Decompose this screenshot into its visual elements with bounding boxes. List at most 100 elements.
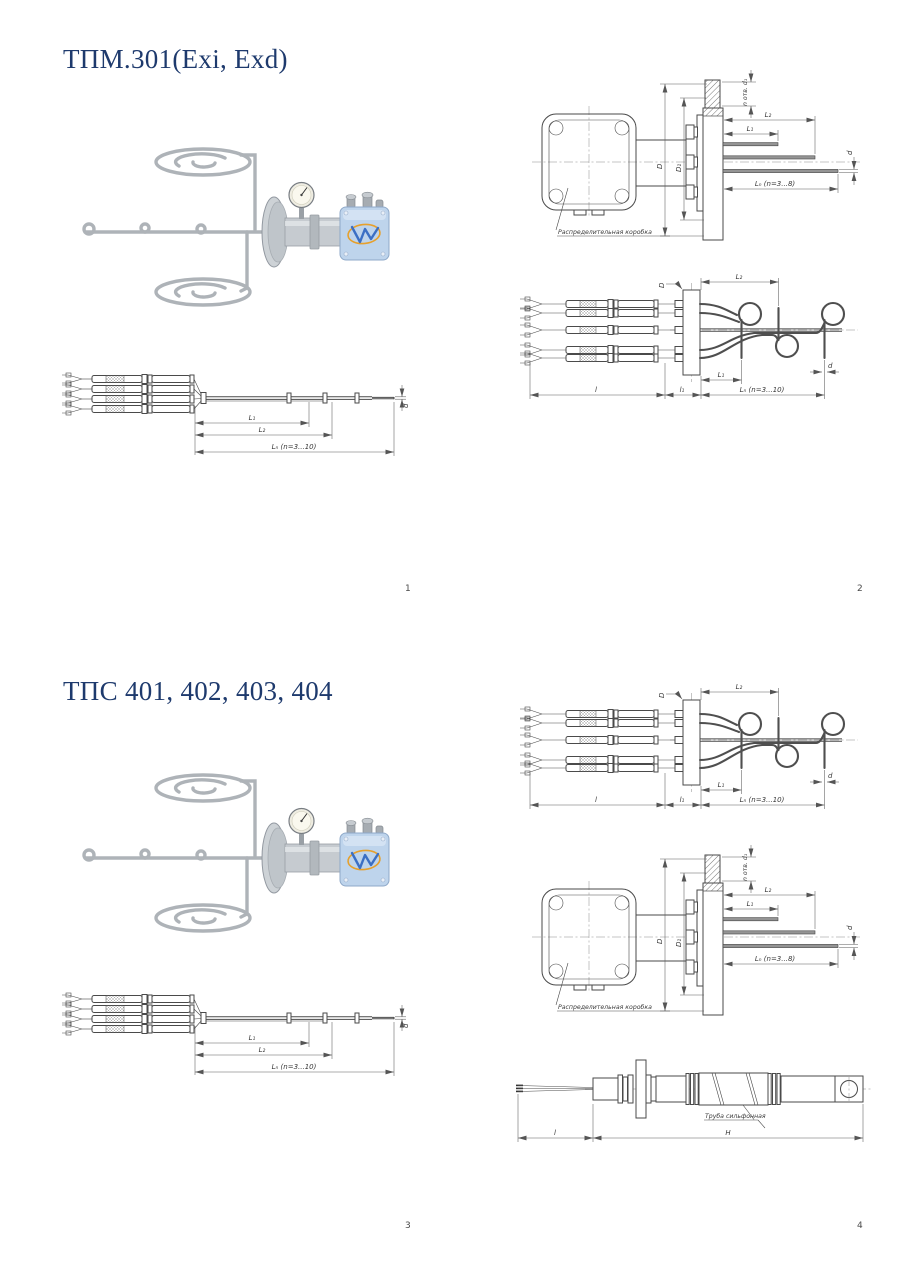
page-number-3: 3 xyxy=(405,1221,411,1231)
lead-wires xyxy=(516,1084,594,1093)
dim-label-L2: L₂ xyxy=(259,426,266,434)
dimension-d: d xyxy=(810,362,839,375)
probe-shaft xyxy=(200,1012,395,1024)
dim-label-d: d xyxy=(402,403,410,408)
dim-label-Ln: Lₙ (n=3...8) xyxy=(755,180,796,188)
page-title-tps400: ТПС 401, 402, 403, 404 xyxy=(63,676,333,706)
junction-box-label: Распределительная коробка xyxy=(558,1003,652,1011)
neck xyxy=(635,139,687,187)
page-number-4: 4 xyxy=(857,1221,863,1231)
dimension-H: H xyxy=(593,1104,864,1142)
dim-label-D1: D₁ xyxy=(675,939,683,947)
cable-probe-drawing: L₁ L₂ Lₙ (n=3...10) d xyxy=(62,992,410,1076)
dimension-l: l xyxy=(517,1094,594,1142)
dimension-chain: l l₁ Lₙ (n=3...10) xyxy=(529,770,825,809)
dim-label-Ln: Lₙ (n=3...10) xyxy=(740,796,785,804)
dim-label-L1: L₁ xyxy=(249,414,256,422)
product-photo-image xyxy=(82,773,390,933)
dimension-D: D xyxy=(658,280,683,290)
page-number-1: 1 xyxy=(405,584,411,594)
cable-probe-drawing: L₁ L₂ Lₙ (n=3...10) d xyxy=(62,372,410,456)
dim-label-l1: l₁ xyxy=(680,386,685,394)
neck xyxy=(635,914,687,962)
cable-assemblies xyxy=(62,372,203,416)
junction-box-label: Распределительная коробка xyxy=(558,228,652,236)
dim-label-Ln: Lₙ (n=3...10) xyxy=(272,443,317,451)
dim-label-H: H xyxy=(725,1129,731,1137)
dim-label-L1: L₁ xyxy=(747,125,754,133)
flange-assembly-drawing: D D₁ n отв. d₁ L₂ L₁ Lₙ (n=3...8) d Расп xyxy=(532,70,860,241)
flange-and-neck xyxy=(261,196,343,268)
dimension-Ln: Lₙ (n=3...10) xyxy=(195,402,395,456)
dim-label-l: l xyxy=(554,1129,556,1137)
junction-box-photo xyxy=(339,817,390,887)
junction-box-callout: Распределительная коробка xyxy=(555,187,670,237)
vm-logo-icon xyxy=(347,223,381,245)
probe-body xyxy=(592,1059,864,1119)
dim-label-D: D xyxy=(656,938,664,944)
mounting-plate xyxy=(674,699,701,786)
dimension-L2: L₂ xyxy=(724,111,816,154)
dimension-d: d xyxy=(839,925,858,960)
junction-box-callout: Распределительная коробка xyxy=(555,962,670,1012)
dim-label-D: D xyxy=(658,692,666,698)
product-photo-tpm301 xyxy=(75,122,400,322)
page-title-tpm301: ТПМ.301(Exi, Exd) xyxy=(63,44,288,74)
coil-elements xyxy=(82,147,267,307)
junction-box-photo xyxy=(339,191,390,261)
mounting-bolts xyxy=(685,889,704,987)
coil-elements xyxy=(82,773,267,933)
dimension-D1: D₁ xyxy=(675,872,706,996)
dimension-d: d xyxy=(810,772,839,785)
page-number-2: 2 xyxy=(857,584,863,594)
dimension-L2: L₂ xyxy=(724,886,816,929)
drawing-flange-assembly-tps: D D₁ n отв. d₁ L₂ L₁ Lₙ (n=3...8) d Расп xyxy=(520,833,880,1033)
flange-and-neck xyxy=(261,822,343,894)
dim-label-L1: L₁ xyxy=(718,781,725,789)
coiled-probe-drawing: D L₂ L₁ l l₁ Lₙ (n=3...10) d xyxy=(520,683,858,809)
cable-assemblies xyxy=(62,992,203,1036)
dimension-L1: L₁ xyxy=(701,360,742,384)
dimension-L1: L₁ xyxy=(701,770,742,794)
dim-label-Ln: Lₙ (n=3...10) xyxy=(740,386,785,394)
dim-label-holes: n отв. d₁ xyxy=(742,78,749,106)
dim-label-l1: l₁ xyxy=(680,796,685,804)
dim-label-L1: L₁ xyxy=(747,900,754,908)
dim-label-d: d xyxy=(828,772,833,780)
dim-label-holes: n отв. d₁ xyxy=(742,853,749,881)
dim-label-L2: L₂ xyxy=(736,683,743,691)
dim-label-d: d xyxy=(846,150,854,155)
dimension-L2: L₂ xyxy=(700,273,779,306)
dim-label-L2: L₂ xyxy=(765,886,772,894)
product-photo-tps xyxy=(75,748,400,948)
dim-label-l: l xyxy=(595,796,597,804)
dimension-L1: L₁ xyxy=(724,125,779,141)
dimension-L1: L₁ xyxy=(724,900,779,916)
dimension-D: D xyxy=(658,690,683,700)
dimension-Ln: Lₙ (n=3...10) xyxy=(195,1022,395,1076)
dimension-D1: D₁ xyxy=(675,97,706,221)
bellows-tube-callout: Труба сильфонная xyxy=(704,1104,766,1129)
mounting-plate xyxy=(674,289,701,376)
cable-assemblies xyxy=(520,706,675,776)
dimension-d: d xyxy=(395,385,410,411)
product-photo-image xyxy=(82,147,390,307)
mounting-bolts xyxy=(685,114,704,212)
thermowell-tubes xyxy=(722,917,839,948)
dimension-L2: L₂ xyxy=(195,402,333,439)
dim-label-L2: L₂ xyxy=(259,1046,266,1054)
coiled-tubes xyxy=(698,301,846,360)
vm-logo-icon xyxy=(347,849,381,871)
dimension-holes-d1: n отв. d₁ xyxy=(722,70,756,118)
cable-assemblies xyxy=(520,296,675,366)
dim-label-Ln: Lₙ (n=3...8) xyxy=(755,955,796,963)
thermowell-tubes xyxy=(722,142,839,173)
dim-label-d: d xyxy=(846,925,854,930)
drawing-flange-assembly-tpm: D D₁ n отв. d₁ L₂ L₁ Lₙ (n=3...8) d Расп xyxy=(520,58,880,258)
probe-shaft xyxy=(200,392,395,404)
dim-label-L1: L₁ xyxy=(718,371,725,379)
coiled-probe-drawing: D L₂ L₁ l l₁ Lₙ (n=3...10) d xyxy=(520,273,858,399)
dimension-d: d xyxy=(395,1005,410,1031)
dimension-L1: L₁ xyxy=(194,402,310,455)
drawing-cable-probe-tps: L₁ L₂ Lₙ (n=3...10) d xyxy=(62,982,417,1092)
